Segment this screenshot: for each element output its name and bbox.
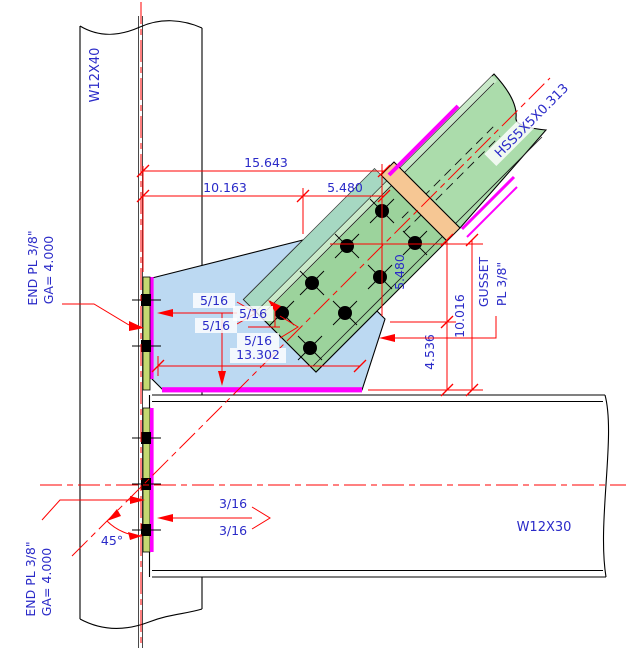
hss-end-band: [380, 161, 461, 242]
weld-arrow: [268, 300, 281, 312]
hss-tube: [399, 73, 548, 229]
end-plate-upper-line1: END PL 3/8": [25, 230, 40, 305]
dim-gusset-bottom: 13.302: [236, 347, 280, 362]
gusset-left-weld-highlight: [150, 277, 154, 379]
column-top-break-line: [79, 20, 203, 35]
hss-bottom-weld-highlight: [460, 175, 516, 231]
weld-symbol-brace-gusset: 5/16 5/16: [233, 300, 299, 348]
end-plate-lower-line1: END PL 3/8": [23, 541, 38, 616]
weld-size: 5/16: [200, 293, 228, 308]
column-label: W12X40: [88, 48, 103, 103]
dim-overall-horizontal: 15.643: [244, 155, 288, 170]
dim-brace-end-horizontal: 5.480: [327, 180, 363, 195]
weld-size: 3/16: [219, 496, 247, 511]
bolt: [297, 335, 323, 361]
weld-size: 5/16: [239, 306, 267, 321]
dimensions-right: 5.480 10.016 4.536: [368, 233, 483, 397]
dim-workpoint-horizontal: 10.163: [203, 180, 247, 195]
end-plate-lower-label: END PL 3/8" GA= 4.000: [23, 496, 145, 617]
dimensions-top: 15.643 10.163 5.480: [136, 155, 391, 272]
weld-arrow-down: [218, 371, 226, 386]
brace-hss: [243, 73, 548, 373]
beam-break-line: [602, 394, 610, 578]
end-plate-bolts: [132, 294, 161, 536]
end-plate-lower-weld-highlight: [150, 408, 154, 552]
beam-w12x30: [148, 394, 610, 578]
end-plate-upper: [142, 276, 151, 391]
dimension-gusset-bottom: 13.302: [151, 347, 367, 376]
dim-to-flange-vertical: 10.016: [452, 294, 467, 338]
hss-slot-hidden-line: [403, 135, 501, 233]
weld-arrow: [157, 309, 173, 317]
bolt: [334, 233, 360, 259]
bolt: [299, 270, 325, 296]
end-plate-upper-label: END PL 3/8" GA= 4.000: [25, 230, 144, 331]
leader-arrow: [130, 496, 145, 504]
column-w12x40: [79, 16, 203, 648]
weld-symbol-gusset-end-plate: 5/16 5/16: [157, 293, 257, 386]
brace-angle-annotation: 45°: [101, 509, 143, 548]
weld-flag: [279, 315, 299, 339]
end-plate-upper-line2: GA= 4.000: [41, 236, 56, 305]
hss-bottom-weld-highlight-2: [466, 186, 518, 238]
gusset-label-line1: GUSSET: [476, 257, 491, 308]
angle-value: 45°: [101, 533, 123, 548]
bolt: [402, 230, 428, 256]
beam-label: W12X30: [517, 520, 572, 535]
hss-top-weld-highlight: [387, 104, 460, 177]
weld-flag: [251, 506, 271, 530]
brace-bolts: [269, 198, 428, 361]
weld-arrow: [157, 514, 173, 522]
weld-symbol-beam-end-plate: 3/16 3/16: [157, 496, 271, 538]
dim-gusset-corner-vertical: 4.536: [422, 334, 437, 370]
end-plate-lower-line2: GA= 4.000: [39, 548, 54, 617]
bolt: [332, 300, 358, 326]
column-bottom-break-line: [79, 608, 203, 629]
centerlines: [40, 2, 626, 648]
leader-arrow: [379, 334, 395, 342]
weld-size: 5/16: [202, 318, 230, 333]
weld-size: 3/16: [219, 523, 247, 538]
arc-arrow: [128, 532, 142, 540]
arc-arrow: [107, 509, 121, 521]
construction-lines: [330, 164, 483, 316]
dim-brace-end-vertical: 5.480: [392, 254, 407, 290]
gusset-label: GUSSET PL 3/8": [379, 257, 509, 342]
gusset-bottom-weld-highlight: [162, 387, 362, 393]
brace-centerline: [71, 77, 551, 557]
leader-arrow: [129, 321, 144, 331]
gusset-label-line2: PL 3/8": [494, 262, 509, 306]
end-plates: [132, 276, 161, 553]
bolt: [367, 264, 393, 290]
weld-size: 5/16: [244, 333, 272, 348]
